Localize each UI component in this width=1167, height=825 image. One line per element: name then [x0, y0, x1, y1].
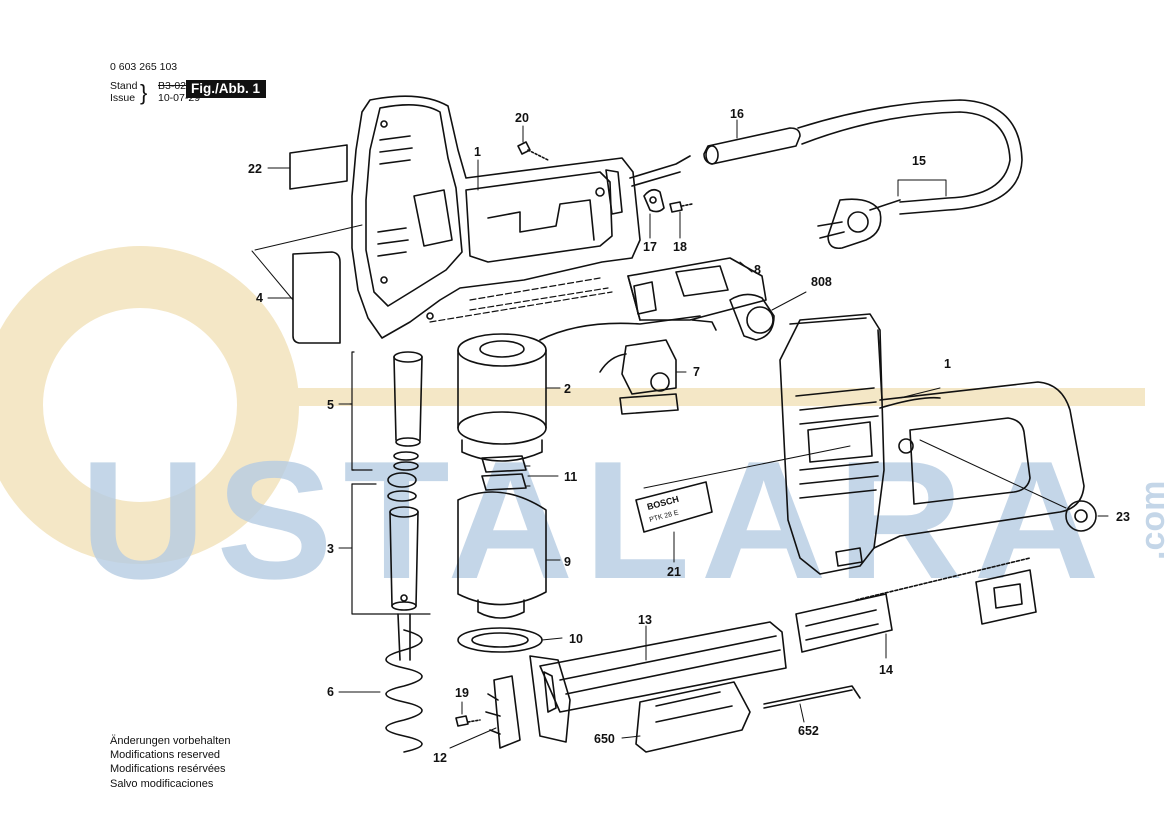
part-label-17: 17 — [643, 240, 657, 254]
part-label-21: 21 — [667, 565, 681, 579]
label-sticker-part — [289, 144, 348, 190]
part-label-8: 8 — [754, 263, 761, 277]
part-label-1-right: 1 — [944, 357, 951, 371]
part-label-16: 16 — [730, 107, 744, 121]
pusher-part — [795, 557, 1037, 653]
sleeve-part — [457, 491, 547, 619]
coil-part — [457, 315, 701, 462]
part-label-650: 650 — [594, 732, 615, 746]
part-label-4: 4 — [256, 291, 263, 305]
part-label-2: 2 — [564, 382, 571, 396]
watermark: USTALARA .com — [0, 246, 1167, 614]
modifications-line-es: Salvo modificaciones — [110, 777, 214, 790]
screw-20 — [517, 141, 549, 161]
guide-plate-part — [455, 675, 521, 749]
part-label-652: 652 — [798, 724, 819, 738]
part-label-9: 9 — [564, 555, 571, 569]
modifications-note: Änderungen vorbehalten Modifications res… — [110, 734, 230, 791]
part-label-18: 18 — [673, 240, 687, 254]
modifications-line-en: Modifications reserved — [110, 749, 221, 762]
document-number: 0 603 265 103 — [110, 61, 178, 73]
spring-part — [385, 613, 423, 753]
part-label-12: 12 — [433, 751, 447, 765]
name-plate-part — [635, 445, 851, 533]
cable-clamp-part — [643, 188, 693, 213]
part-label-14: 14 — [879, 663, 893, 677]
part-label-808: 808 — [811, 275, 832, 289]
housing-assembled — [779, 313, 1085, 575]
ring-part — [457, 627, 543, 653]
watermark-text: USTALARA — [80, 426, 1110, 614]
part-label-20: 20 — [515, 111, 529, 125]
power-cable-part — [629, 99, 1023, 250]
hex-key-part — [763, 685, 861, 709]
electronic-module-part — [627, 257, 775, 341]
housing-half-left — [351, 95, 641, 339]
part-label-3: 3 — [327, 542, 334, 556]
part-label-5: 5 — [327, 398, 334, 412]
figure-label: Fig./Abb. 1 — [186, 80, 266, 98]
side-cover-part — [251, 224, 363, 344]
part-label-1-top: 1 — [474, 145, 481, 159]
part-label-19: 19 — [455, 686, 469, 700]
modifications-line-fr: Modifications resérvées — [110, 763, 226, 776]
part-label-10: 10 — [569, 632, 583, 646]
plunger-part — [351, 472, 431, 615]
badge-part — [919, 439, 1097, 532]
switch-part — [599, 339, 679, 415]
staple-channel-part — [635, 681, 751, 753]
part-label-15: 15 — [912, 154, 926, 168]
modifications-line-de: Änderungen vorbehalten — [110, 735, 231, 747]
damper-pad-part — [481, 455, 527, 491]
stand-label: Stand — [110, 80, 138, 92]
part-label-23: 23 — [1116, 510, 1130, 524]
stand-value: B3-02 — [158, 80, 187, 92]
armature-tube-part — [349, 351, 423, 471]
watermark-suffix: .com — [1134, 481, 1167, 560]
header-brace: } — [140, 80, 147, 105]
part-label-6: 6 — [327, 685, 334, 699]
issue-label: Issue — [110, 92, 136, 104]
part-number-labels: 22 20 1 16 15 4 17 18 8 808 5 2 7 1 11 2… — [248, 107, 1130, 765]
magazine-part — [529, 621, 787, 743]
part-label-7: 7 — [693, 365, 700, 379]
part-label-11: 11 — [564, 470, 577, 484]
part-label-13: 13 — [638, 613, 652, 627]
leader-lines — [267, 119, 1109, 749]
part-label-22: 22 — [248, 162, 262, 176]
